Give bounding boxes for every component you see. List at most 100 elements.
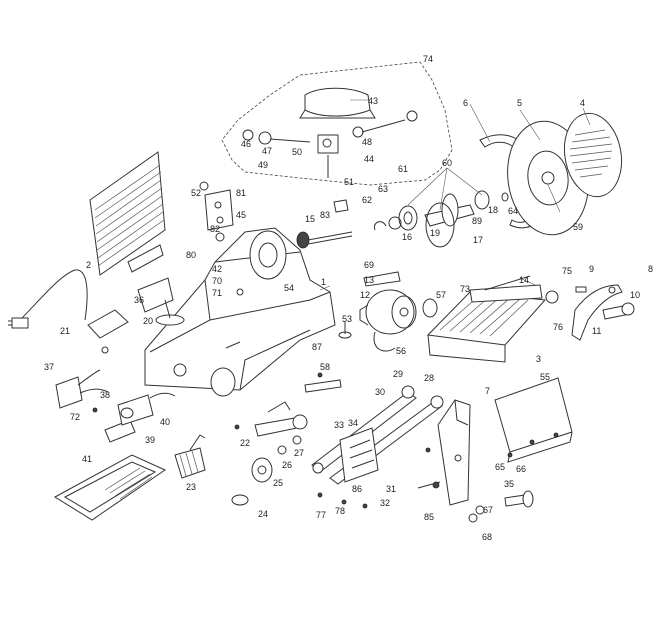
- label-49: 49: [258, 160, 268, 170]
- label-9: 9: [589, 264, 594, 274]
- label-16: 16: [402, 232, 412, 242]
- label-1: 1: [321, 277, 326, 287]
- label-19: 19: [430, 228, 440, 238]
- carriage-rail: [311, 385, 444, 485]
- label-38: 38: [100, 390, 110, 400]
- label-78: 78: [335, 506, 345, 516]
- gear-shaft-assembly: [373, 190, 509, 248]
- label-30: 30: [375, 387, 385, 397]
- power-cable: [8, 269, 88, 329]
- label-82: 82: [210, 224, 220, 234]
- label-51: 51: [344, 177, 354, 187]
- switch-box: [87, 309, 129, 354]
- label-12: 12: [360, 290, 370, 300]
- label-63: 63: [378, 184, 388, 194]
- collection-tray: [54, 454, 167, 521]
- fence-bracket: [199, 181, 234, 242]
- label-3: 3: [536, 354, 541, 364]
- label-72: 72: [70, 412, 80, 422]
- label-67: 67: [483, 505, 493, 515]
- label-55: 55: [540, 372, 550, 382]
- label-31: 31: [386, 484, 396, 494]
- label-15: 15: [305, 214, 315, 224]
- label-22: 22: [240, 438, 250, 448]
- handle-parts: [571, 284, 635, 341]
- screws: [317, 452, 534, 523]
- label-42: 42: [212, 264, 222, 274]
- foot-knob: [174, 434, 206, 479]
- label-14: 14: [519, 275, 529, 285]
- label-74: 74: [423, 54, 433, 64]
- label-8: 8: [648, 264, 653, 274]
- label-85: 85: [424, 512, 434, 522]
- part-labels: 74 43 46 47 48 49 50 44 51 61 6 5 4 60 6…: [44, 54, 653, 542]
- label-73: 73: [460, 284, 470, 294]
- label-25: 25: [273, 478, 283, 488]
- label-34: 34: [348, 418, 358, 428]
- label-5: 5: [517, 98, 522, 108]
- label-50: 50: [292, 147, 302, 157]
- label-7: 7: [485, 386, 490, 396]
- blade-and-guard: [479, 112, 623, 236]
- label-61: 61: [398, 164, 408, 174]
- label-39: 39: [145, 435, 155, 445]
- label-75: 75: [562, 266, 572, 276]
- label-40: 40: [160, 417, 170, 427]
- label-35: 35: [504, 479, 514, 489]
- motor: [338, 271, 438, 352]
- label-43: 43: [368, 96, 378, 106]
- label-81: 81: [236, 188, 246, 198]
- support-bracket: [437, 399, 471, 506]
- label-59: 59: [573, 222, 583, 232]
- blade-cover-group: [221, 61, 453, 186]
- label-66: 66: [516, 464, 526, 474]
- label-83: 83: [320, 210, 330, 220]
- label-44: 44: [364, 154, 374, 164]
- label-28: 28: [424, 373, 434, 383]
- carriage-plate: [89, 151, 166, 276]
- label-77: 77: [316, 510, 326, 520]
- leader-lines: [319, 99, 591, 291]
- label-54: 54: [284, 283, 294, 293]
- label-4: 4: [580, 98, 585, 108]
- label-86: 86: [352, 484, 362, 494]
- label-87: 87: [312, 342, 322, 352]
- label-57: 57: [436, 290, 446, 300]
- label-29: 29: [393, 369, 403, 379]
- label-21: 21: [60, 326, 70, 336]
- label-60: 60: [442, 158, 452, 168]
- label-76: 76: [553, 322, 563, 332]
- label-20: 20: [143, 316, 153, 326]
- label-45: 45: [236, 210, 246, 220]
- label-18: 18: [488, 205, 498, 215]
- main-body: [144, 227, 336, 397]
- label-65: 65: [495, 462, 505, 472]
- label-24: 24: [258, 509, 268, 519]
- rod-58: [304, 372, 342, 393]
- label-47: 47: [262, 146, 272, 156]
- label-10: 10: [630, 290, 640, 300]
- label-58: 58: [320, 362, 330, 372]
- label-23: 23: [186, 482, 196, 492]
- switch-parts: [55, 369, 176, 443]
- cover-plate: [494, 377, 573, 463]
- label-70: 70: [212, 276, 222, 286]
- part-83: [333, 199, 349, 213]
- label-64: 64: [508, 206, 518, 216]
- label-6: 6: [463, 98, 468, 108]
- label-17: 17: [473, 235, 483, 245]
- slide-plate: [426, 275, 559, 363]
- label-69: 69: [364, 260, 374, 270]
- carriage-support: [137, 277, 185, 326]
- label-27: 27: [294, 448, 304, 458]
- label-89: 89: [472, 216, 482, 226]
- label-80: 80: [186, 250, 196, 260]
- label-56: 56: [396, 346, 406, 356]
- label-33: 33: [334, 420, 344, 430]
- label-36: 36: [134, 295, 144, 305]
- label-53: 53: [342, 314, 352, 324]
- label-48: 48: [362, 137, 372, 147]
- label-11: 11: [592, 326, 601, 336]
